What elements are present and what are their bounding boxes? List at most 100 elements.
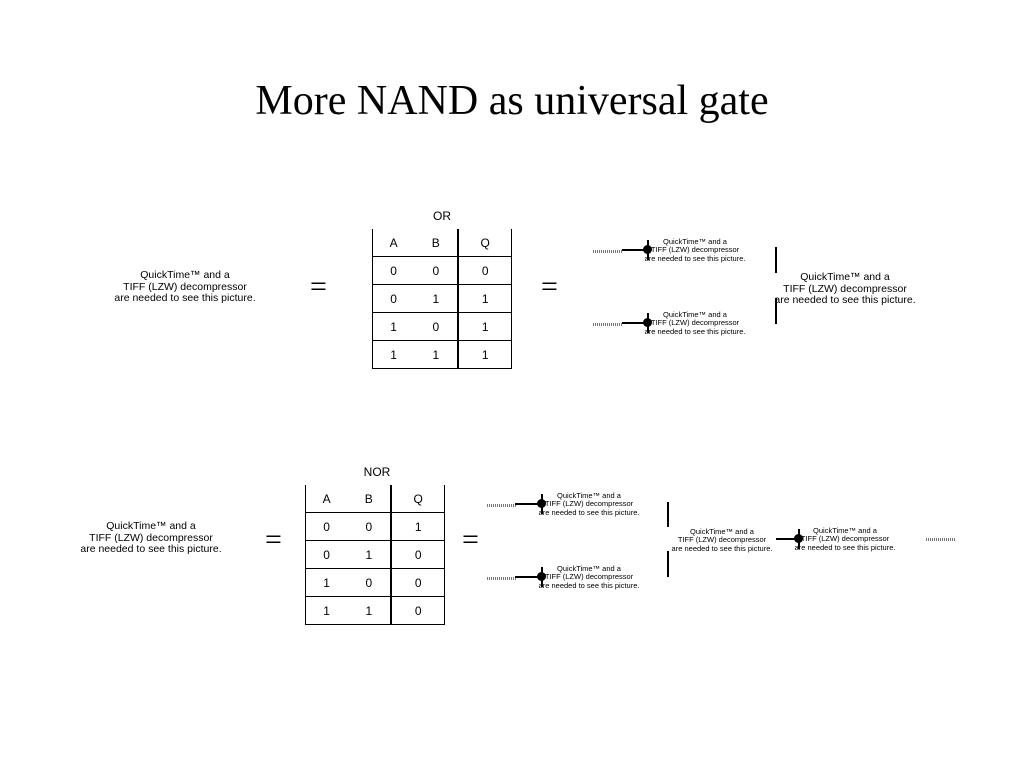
nand-input-wire — [667, 551, 669, 577]
cell-q: 1 — [390, 512, 446, 541]
placeholder-line: QuickTime™ and a — [557, 564, 621, 573]
table-row: 0 0 1 — [305, 512, 446, 541]
table-header-row: A B Q — [372, 229, 513, 257]
cell-b: 0 — [347, 568, 392, 597]
cell-a: 1 — [305, 596, 348, 625]
cell-a: 1 — [305, 568, 348, 597]
placeholder-line: TIFF (LZW) decompressor — [783, 282, 907, 295]
placeholder-line: QuickTime™ and a — [800, 271, 890, 283]
placeholder-line: TIFF (LZW) decompressor — [123, 280, 247, 293]
nand-gate-image-placeholder: QuickTime™ and a TIFF (LZW) decompressor… — [534, 491, 644, 517]
placeholder-line: QuickTime™ and a — [140, 269, 230, 281]
placeholder-line: are needed to see this picture. — [644, 326, 746, 336]
cell-q: 0 — [390, 568, 446, 597]
cell-b: 1 — [414, 284, 459, 313]
column-header-q: Q — [457, 229, 513, 257]
cell-b: 0 — [414, 256, 459, 285]
column-header-a: A — [305, 485, 348, 513]
placeholder-line: TIFF (LZW) decompressor — [650, 245, 740, 255]
tie-wire — [541, 567, 543, 587]
placeholder-line: QuickTime™ and a — [690, 527, 754, 536]
cell-b: 0 — [347, 512, 392, 541]
cell-q: 0 — [457, 256, 513, 285]
cell-b: 1 — [347, 596, 392, 625]
placeholder-line: TIFF (LZW) decompressor — [650, 318, 740, 328]
placeholder-line: are needed to see this picture. — [774, 294, 916, 307]
table-row: 0 1 1 — [372, 284, 513, 313]
table-row: 1 0 0 — [305, 568, 446, 597]
placeholder-line: QuickTime™ and a — [106, 520, 196, 532]
output-wire — [776, 538, 798, 540]
input-wire-graphic — [487, 504, 517, 507]
nand-gate-image-placeholder: QuickTime™ and a TIFF (LZW) decompressor… — [640, 237, 750, 263]
nor-table-caption: NOR — [363, 465, 391, 479]
tie-wire — [647, 240, 649, 260]
or-gate-image-placeholder: QuickTime™ and a TIFF (LZW) decompressor… — [110, 269, 260, 305]
placeholder-line: are needed to see this picture. — [794, 542, 896, 552]
nand-gate-image-placeholder: QuickTime™ and a TIFF (LZW) decompressor… — [770, 271, 920, 307]
input-wire — [515, 503, 541, 505]
placeholder-line: are needed to see this picture. — [671, 543, 773, 553]
nand-gate-image-placeholder: QuickTime™ and a TIFF (LZW) decompressor… — [662, 527, 782, 553]
cell-a: 0 — [372, 256, 415, 285]
equals-sign: = — [462, 523, 479, 556]
placeholder-line: are needed to see this picture. — [538, 507, 640, 517]
cell-b: 0 — [414, 312, 459, 341]
table-row: 1 0 1 — [372, 312, 513, 341]
input-wire-graphic — [593, 250, 623, 253]
output-wire-graphic — [926, 538, 956, 541]
cell-q: 0 — [390, 540, 446, 569]
input-wire — [622, 322, 648, 324]
tie-wire — [541, 494, 543, 514]
table-row: 0 0 0 — [372, 256, 513, 285]
nand-gate-image-placeholder: QuickTime™ and a TIFF (LZW) decompressor… — [790, 526, 900, 552]
nand-input-wire — [775, 247, 777, 273]
nor-truth-table: A B Q 0 0 1 0 1 0 1 0 0 1 1 0 — [305, 485, 446, 625]
placeholder-line: QuickTime™ and a — [663, 237, 727, 246]
nand-gate-image-placeholder: QuickTime™ and a TIFF (LZW) decompressor… — [534, 564, 644, 590]
slide-title: More NAND as universal gate — [255, 78, 769, 124]
or-truth-table: A B Q 0 0 0 0 1 1 1 0 1 1 1 1 — [372, 229, 513, 369]
cell-b: 1 — [347, 540, 392, 569]
placeholder-line: QuickTime™ and a — [663, 310, 727, 319]
column-header-b: B — [347, 485, 392, 513]
cell-a: 0 — [305, 540, 348, 569]
input-wire — [515, 576, 541, 578]
input-wire-graphic — [487, 577, 517, 580]
nor-gate-image-placeholder: QuickTime™ and a TIFF (LZW) decompressor… — [76, 520, 226, 556]
cell-q: 1 — [457, 312, 513, 341]
placeholder-line: are needed to see this picture. — [644, 253, 746, 263]
placeholder-line: are needed to see this picture. — [538, 580, 640, 590]
equals-sign: = — [265, 523, 282, 556]
placeholder-line: QuickTime™ and a — [557, 491, 621, 500]
nand-input-wire — [775, 298, 777, 324]
tie-wire — [647, 313, 649, 333]
table-row: 0 1 0 — [305, 540, 446, 569]
equals-sign: = — [541, 270, 558, 303]
table-row: 1 1 0 — [305, 596, 446, 625]
placeholder-line: TIFF (LZW) decompressor — [800, 534, 890, 544]
equals-sign: = — [310, 270, 327, 303]
cell-a: 0 — [305, 512, 348, 541]
placeholder-line: TIFF (LZW) decompressor — [89, 531, 213, 544]
placeholder-line: are needed to see this picture. — [80, 543, 222, 556]
column-header-a: A — [372, 229, 415, 257]
or-table-caption: OR — [433, 209, 451, 223]
input-wire-graphic — [593, 323, 623, 326]
placeholder-line: QuickTime™ and a — [813, 526, 877, 535]
tie-wire — [798, 529, 800, 549]
nand-input-wire — [667, 502, 669, 527]
placeholder-line: TIFF (LZW) decompressor — [544, 499, 634, 509]
cell-a: 0 — [372, 284, 415, 313]
input-wire — [622, 249, 648, 251]
placeholder-line: are needed to see this picture. — [114, 292, 256, 305]
cell-a: 1 — [372, 312, 415, 341]
placeholder-line: TIFF (LZW) decompressor — [677, 535, 767, 545]
placeholder-line: TIFF (LZW) decompressor — [544, 572, 634, 582]
cell-q: 0 — [390, 596, 446, 625]
column-header-q: Q — [390, 485, 446, 513]
cell-q: 1 — [457, 340, 513, 369]
column-header-b: B — [414, 229, 459, 257]
table-header-row: A B Q — [305, 485, 446, 513]
cell-q: 1 — [457, 284, 513, 313]
